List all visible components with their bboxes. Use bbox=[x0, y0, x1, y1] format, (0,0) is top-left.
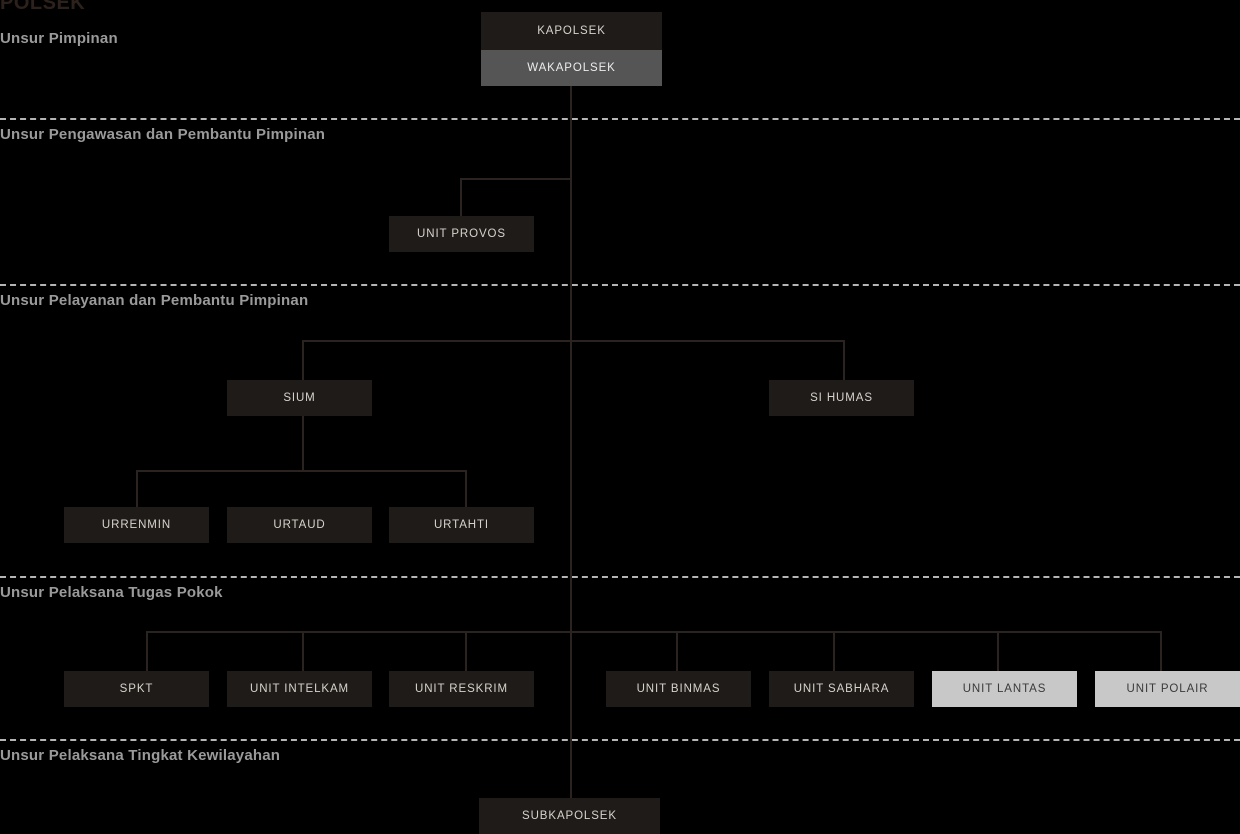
connector-urrenmin-drop bbox=[136, 470, 138, 508]
section-label-unsur-pengawasan: Unsur Pengawasan dan Pembantu Pimpinan bbox=[0, 126, 326, 143]
connector-urtahti-drop bbox=[465, 470, 467, 508]
node-unit-sabhara[interactable]: UNIT SABHARA bbox=[769, 671, 914, 707]
connector-reskrim-drop bbox=[465, 631, 467, 671]
connector-lantas-drop bbox=[997, 631, 999, 671]
node-unit-binmas[interactable]: UNIT BINMAS bbox=[606, 671, 751, 707]
section-label-unsur-pelayanan: Unsur Pelayanan dan Pembantu Pimpinan bbox=[0, 292, 309, 309]
section-label-unsur-pelaksana-tugas-pokok: Unsur Pelaksana Tugas Pokok bbox=[0, 584, 223, 601]
node-kapolsek[interactable]: KAPOLSEK bbox=[481, 12, 662, 50]
node-urtaud[interactable]: URTAUD bbox=[227, 507, 372, 543]
section-divider-3 bbox=[0, 576, 1240, 578]
node-si-humas[interactable]: SI HUMAS bbox=[769, 380, 914, 416]
node-subkapolsek[interactable]: SUBKAPOLSEK bbox=[479, 798, 660, 834]
node-spkt[interactable]: SPKT bbox=[64, 671, 209, 707]
node-unit-reskrim[interactable]: UNIT RESKRIM bbox=[389, 671, 534, 707]
section-divider-1 bbox=[0, 118, 1240, 120]
connector-pelaksana-horizontal bbox=[146, 631, 1162, 633]
connector-sium-drop bbox=[302, 340, 304, 380]
node-unit-intelkam[interactable]: UNIT INTELKAM bbox=[227, 671, 372, 707]
node-unit-lantas[interactable]: UNIT LANTAS bbox=[932, 671, 1077, 707]
connector-polair-drop bbox=[1160, 631, 1162, 671]
connector-binmas-drop bbox=[676, 631, 678, 671]
node-urtahti[interactable]: URTAHTI bbox=[389, 507, 534, 543]
connector-provos-horizontal bbox=[460, 178, 572, 180]
connector-provos-vertical bbox=[460, 178, 462, 216]
connector-sabhara-drop bbox=[833, 631, 835, 671]
page-title: POLSEK bbox=[0, 0, 86, 14]
connector-sihumas-drop bbox=[843, 340, 845, 380]
node-unit-polair[interactable]: UNIT POLAIR bbox=[1095, 671, 1240, 707]
connector-intelkam-drop bbox=[302, 631, 304, 671]
node-wakapolsek[interactable]: WAKAPOLSEK bbox=[481, 50, 662, 86]
section-divider-2 bbox=[0, 284, 1240, 286]
section-label-unsur-pimpinan: Unsur Pimpinan bbox=[0, 30, 118, 47]
connector-ur-horizontal bbox=[136, 470, 467, 472]
connector-sium-stem bbox=[302, 415, 304, 472]
section-label-unsur-pelaksana-kewilayahan: Unsur Pelaksana Tingkat Kewilayahan bbox=[0, 747, 281, 764]
connector-spkt-drop bbox=[146, 631, 148, 671]
node-unit-provos[interactable]: UNIT PROVOS bbox=[389, 216, 534, 252]
connector-main-trunk bbox=[570, 86, 572, 798]
connector-pelayanan-horizontal bbox=[302, 340, 845, 342]
node-sium[interactable]: SIUM bbox=[227, 380, 372, 416]
section-divider-4 bbox=[0, 739, 1240, 741]
node-urrenmin[interactable]: URRENMIN bbox=[64, 507, 209, 543]
